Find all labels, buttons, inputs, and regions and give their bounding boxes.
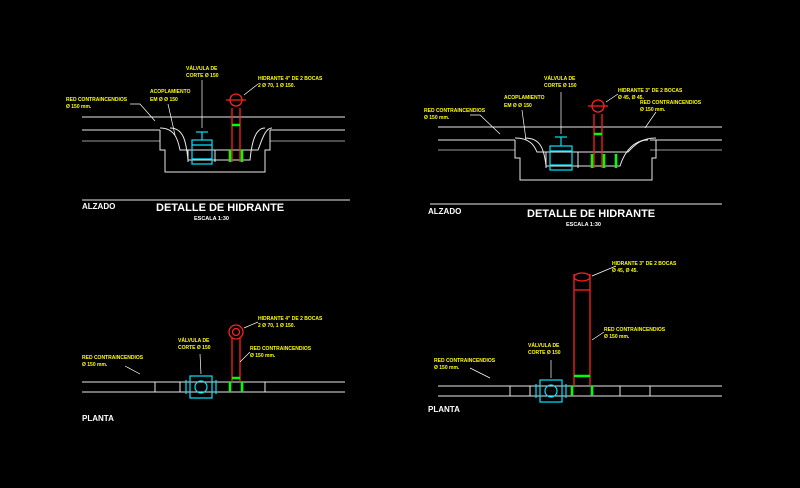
right-plan-main-label-1: RED CONTRAINCENDIOS (434, 358, 496, 364)
right-elevation-tag: ALZADO (428, 207, 461, 216)
right-plan-network-label-1: RED CONTRAINCENDIOS (604, 327, 666, 333)
right-hydrant-label-2: Ø 45, Ø 45. (618, 95, 644, 101)
plan-hydrant-icon (228, 324, 244, 340)
left-plan-tag: PLANTA (82, 414, 114, 423)
left-scale: ESCALA 1:30 (194, 216, 229, 222)
left-plan-hydrant-label-1: HIDRANTE 4" DE 2 BOCAS (258, 316, 323, 322)
right-valve-label-2: CORTE Ø 150 (544, 83, 577, 89)
left-plan-valve-label-1: VÁLVULA DE (178, 337, 210, 344)
left-elevation-tag: ALZADO (82, 202, 115, 211)
left-network-label-2: Ø 150 mm. (66, 104, 92, 110)
left-valve-label-2: CORTE Ø 150 (186, 73, 219, 79)
right-coupling-label-1: ACOPLAMIENTO (504, 95, 545, 101)
right-plan-hydrant-label-1: HIDRANTE 3" DE 2 BOCAS (612, 261, 677, 267)
right-title: DETALLE DE HIDRANTE (527, 208, 655, 220)
left-plan-valve-label-2: CORTE Ø 150 (178, 345, 211, 351)
left-elevation: VÁLVULA DE CORTE Ø 150 HIDRANTE 4" DE 2 … (66, 65, 350, 222)
left-plan-network-label-1: RED CONTRAINCENDIOS (250, 346, 312, 352)
left-hydrant-label-1: HIDRANTE 4" DE 2 BOCAS (258, 76, 323, 82)
left-title: DETALLE DE HIDRANTE (156, 202, 284, 214)
right-plan-hydrant-icon (573, 272, 591, 282)
left-coupling-label-1: ACOPLAMIENTO (150, 89, 191, 95)
right-network-left-label-2: Ø 150 mm. (424, 115, 450, 121)
left-plan-main-label-1: RED CONTRAINCENDIOS (82, 355, 144, 361)
plan-gate-valve-icon (189, 375, 213, 399)
right-coupling-label-2: EM Ø Ø 150 (504, 103, 532, 109)
right-hydrant-label-1: HIDRANTE 3" DE 2 BOCAS (618, 88, 683, 94)
right-plan-valve-label-2: CORTE Ø 150 (528, 350, 561, 356)
right-plan-network-label-2: Ø 150 mm. (604, 334, 630, 340)
left-coupling-label-2: EM Ø Ø 150 (150, 97, 178, 103)
right-plan-gate-valve-icon (539, 379, 563, 403)
right-plan-main-label-2: Ø 150 mm. (434, 365, 460, 371)
right-plan-hydrant-label-2: Ø 45, Ø 45. (612, 268, 638, 274)
left-network-label-1: RED CONTRAINCENDIOS (66, 97, 128, 103)
right-plan-tag: PLANTA (428, 405, 460, 414)
right-scale: ESCALA 1:30 (566, 222, 601, 228)
right-network-left-label-1: RED CONTRAINCENDIOS (424, 108, 486, 114)
left-hydrant-label-2: 2 Ø 70, 1 Ø 150. (258, 83, 296, 89)
left-valve-label-1: VÁLVULA DE (186, 65, 218, 72)
right-plan: HIDRANTE 3" DE 2 BOCAS Ø 45, Ø 45. RED C… (428, 261, 722, 414)
left-plan-main-label-2: Ø 150 mm. (82, 362, 108, 368)
right-elevation: VÁLVULA DE CORTE Ø 150 HIDRANTE 3" DE 2 … (424, 75, 722, 228)
left-plan-hydrant-label-2: 2 Ø 70, 1 Ø 150. (258, 323, 296, 329)
right-valve-label-1: VÁLVULA DE (544, 75, 576, 82)
left-plan: HIDRANTE 4" DE 2 BOCAS 2 Ø 70, 1 Ø 150. … (82, 316, 345, 423)
right-network-right-label-2: Ø 150 mm. (640, 107, 666, 113)
left-plan-network-label-2: Ø 150 mm. (250, 353, 276, 359)
right-plan-valve-label-1: VÁLVULA DE (528, 342, 560, 349)
right-network-right-label-1: RED CONTRAINCENDIOS (640, 100, 702, 106)
